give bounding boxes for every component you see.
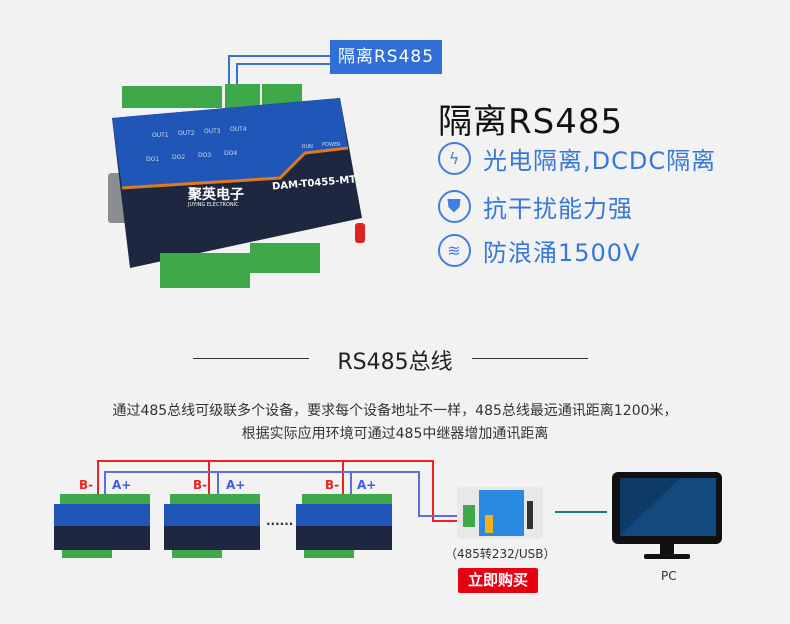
a-wire xyxy=(104,471,106,500)
a-label: A+ xyxy=(112,478,132,492)
rs485-callout-tag: 隔离RS485 xyxy=(330,40,442,74)
do1-label: DO1 xyxy=(146,156,160,163)
a-wire xyxy=(418,515,466,517)
pc-monitor-icon xyxy=(610,470,724,566)
do2-label: DO2 xyxy=(172,154,186,161)
callout-line xyxy=(228,55,230,87)
callout-line xyxy=(228,55,330,57)
device-brand-en: JUYING ELECTRONIC xyxy=(188,202,239,208)
b-label: B- xyxy=(79,478,94,492)
feature-text: 防浪涌1500V xyxy=(483,239,641,267)
out1-label: OUT1 xyxy=(152,132,169,139)
a-label: A+ xyxy=(226,478,246,492)
b-wire xyxy=(208,460,210,500)
waves-icon: ≋ xyxy=(438,234,471,267)
b-wire xyxy=(342,460,344,500)
do3-label: DO3 xyxy=(198,152,212,159)
feature-text: 光电隔离,DCDC隔离 xyxy=(483,147,717,175)
buy-now-button[interactable]: 立即购买 xyxy=(458,568,538,593)
ellipsis: ...... xyxy=(266,514,294,528)
pc-link xyxy=(555,511,607,513)
device-image: OUT1 OUT2 OUT3 OUT4 DO1 DO2 DO3 DO4 RUN … xyxy=(100,78,390,293)
out3-label: OUT3 xyxy=(204,128,221,135)
run-label: RUN xyxy=(302,144,313,150)
b-wire xyxy=(97,460,433,462)
b-label: B- xyxy=(325,478,340,492)
a-label: A+ xyxy=(357,478,377,492)
a-wire xyxy=(217,471,219,500)
a-wire xyxy=(350,471,352,500)
feature-item: ≋ 防浪涌1500V xyxy=(438,233,641,268)
slave-device xyxy=(160,494,270,564)
device-brand: 聚英电子 xyxy=(188,187,244,203)
description-line: 根据实际应用环境可通过485中继器增加通讯距离 xyxy=(241,426,549,442)
pc-label: PC xyxy=(661,569,677,583)
out4-label: OUT4 xyxy=(230,126,247,133)
slave-device xyxy=(292,494,402,564)
converter-image xyxy=(457,487,543,547)
divider xyxy=(193,358,309,359)
b-wire xyxy=(97,460,99,500)
slave-device xyxy=(50,494,160,564)
description-line: 通过485总线可级联多个设备，要求每个设备地址不一样，485总线最远通讯距离12… xyxy=(112,403,678,419)
divider xyxy=(472,358,588,359)
a-wire xyxy=(418,471,420,517)
shield-icon: ⛊ xyxy=(438,190,471,223)
do4-label: DO4 xyxy=(224,150,238,157)
a-wire xyxy=(104,471,420,473)
headline: 隔离RS485 xyxy=(438,102,624,142)
lightning-icon: ϟ xyxy=(438,142,471,175)
power-label: POWER xyxy=(322,142,341,148)
b-wire xyxy=(432,520,466,522)
feature-item: ⛊ 抗干扰能力强 xyxy=(438,189,633,224)
out2-label: OUT2 xyxy=(178,130,195,137)
callout-line xyxy=(236,63,330,65)
callout-line xyxy=(236,63,238,87)
b-label: B- xyxy=(193,478,208,492)
section-title: RS485总线 xyxy=(337,350,453,375)
feature-item: ϟ 光电隔离,DCDC隔离 xyxy=(438,141,716,176)
b-wire xyxy=(432,460,434,522)
feature-text: 抗干扰能力强 xyxy=(483,195,633,223)
converter-label: （485转232/USB） xyxy=(445,547,556,561)
